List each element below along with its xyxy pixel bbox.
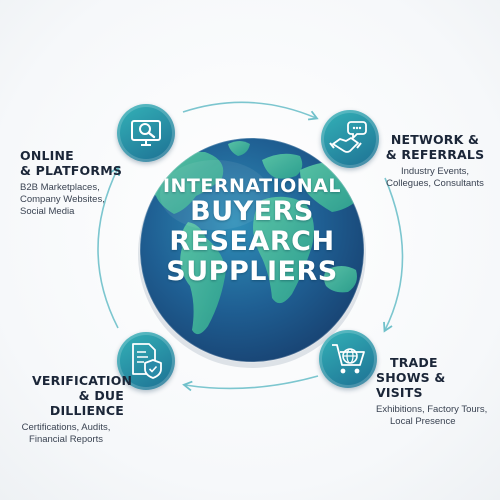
network-node-circle	[321, 110, 379, 168]
online-title-1: ONLINE	[20, 148, 74, 163]
network-label: NETWORK & & REFERRALS Industry Events, C…	[380, 132, 490, 190]
document-shield-icon	[132, 343, 162, 379]
online-desc-1: B2B Marketplaces,	[20, 182, 100, 193]
verification-desc: Certifications, Audits, Financial Report…	[8, 422, 124, 446]
online-desc-3: Social Media	[20, 206, 75, 217]
online-desc: B2B Marketplaces, Company Websites, Soci…	[20, 182, 140, 218]
trade-label: TRADE SHOWS & VISITS Exhibitions, Factor…	[376, 355, 496, 428]
network-desc: Industry Events, Collegues, Consultants	[380, 166, 490, 190]
arrow-left	[97, 165, 120, 329]
center-line-4: SUPPLIERS	[166, 256, 338, 287]
online-node-circle	[117, 104, 175, 162]
center-line-2: BUYERS	[190, 196, 314, 227]
trade-desc-2: Local Presence	[390, 416, 456, 427]
trade-title-2: SHOWS & VISITS	[376, 370, 446, 400]
verification-desc-1: Certifications, Audits,	[21, 422, 111, 433]
network-desc-1: Industry Events,	[400, 166, 470, 177]
monitor-search-icon	[131, 120, 161, 146]
arrow-bottom	[182, 375, 319, 392]
trade-desc-1: Exhibitions, Factory Tours,	[376, 404, 488, 415]
center-line-3: RESEARCH	[169, 226, 335, 257]
arrow-top	[182, 101, 319, 121]
verification-title-1: VERIFICATION	[32, 373, 133, 388]
center-line-1: INTERNATIONAL	[162, 175, 342, 197]
globe-title: INTERNATIONAL BUYERS RESEARCH SUPPLIERS	[160, 175, 344, 287]
globe-cart-icon	[332, 344, 365, 374]
network-title-2: & REFERRALS	[385, 147, 485, 162]
verification-label: VERIFICATION & DUE DILLIENCE Certificati…	[8, 373, 133, 446]
online-desc-2: Company Websites,	[20, 194, 105, 205]
verification-node-circle	[117, 332, 175, 390]
network-desc-2: Collegues, Consultants	[386, 178, 484, 189]
trade-title-1: TRADE	[390, 355, 438, 370]
verification-desc-2: Financial Reports	[29, 434, 103, 445]
trade-desc: Exhibitions, Factory Tours, Local Presen…	[376, 404, 496, 428]
verification-title-2: & DUE DILLIENCE	[49, 388, 124, 418]
trade-node-circle	[319, 330, 377, 388]
arrow-right	[383, 177, 404, 333]
network-title-1: NETWORK &	[390, 132, 480, 147]
online-label: ONLINE & PLATFORMS B2B Marketplaces, Com…	[20, 148, 140, 218]
handshake-chat-icon	[329, 121, 367, 153]
online-title-2: & PLATFORMS	[20, 163, 123, 178]
